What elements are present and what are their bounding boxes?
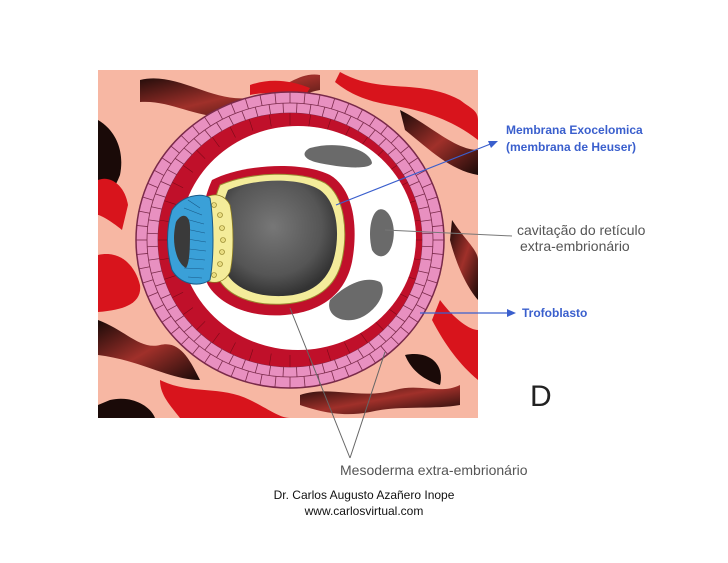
label-exocelomic-line2: (membrana de Heuser) [506, 139, 643, 156]
exocelomic-pointer-arrowhead [488, 141, 498, 148]
label-mesoderm: Mesoderma extra-embrionário [340, 462, 528, 478]
credit-block: Dr. Carlos Augusto Azañero Inope www.car… [264, 487, 464, 519]
label-cavitation-line2: extra-embrionário [517, 238, 645, 254]
label-cavitation: cavitação do retículo extra-embrionário [517, 222, 645, 254]
credit-author: Dr. Carlos Augusto Azañero Inope [264, 487, 464, 503]
label-exocelomic-membrane: Membrana Exocelomica (membrana de Heuser… [506, 122, 643, 156]
figure-letter: D [530, 380, 552, 414]
primitive-yolk-sac [221, 181, 337, 296]
label-exocelomic-line1: Membrana Exocelomica [506, 122, 643, 139]
label-cavitation-line1: cavitação do retículo [517, 222, 645, 238]
credit-website: www.carlosvirtual.com [264, 503, 464, 519]
trophoblast-pointer-arrowhead [507, 309, 516, 317]
label-trophoblast: Trofoblasto [522, 305, 587, 322]
